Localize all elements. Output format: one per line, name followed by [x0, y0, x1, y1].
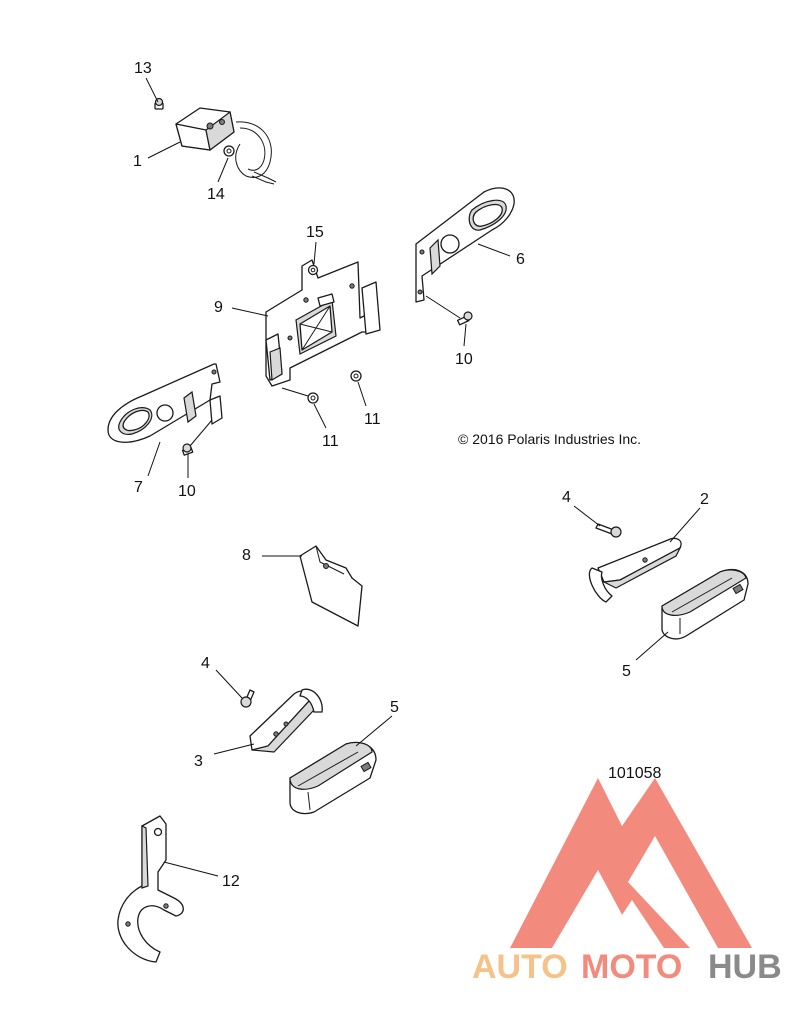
bolt-10-upper — [456, 311, 473, 326]
callout-8: 8 — [242, 547, 251, 564]
callout-4-lower: 4 — [201, 655, 210, 672]
part-8-plate — [299, 545, 363, 627]
screw-13 — [154, 97, 164, 110]
part-7-bracket — [107, 363, 223, 443]
screw-4-upper — [595, 523, 622, 538]
callout-4-upper: 4 — [562, 489, 571, 506]
callout-15: 15 — [306, 224, 324, 241]
copyright-notice: © 2016 Polaris Industries Inc. — [458, 431, 641, 447]
nut-11-left — [307, 392, 319, 404]
callout-2: 2 — [700, 491, 709, 508]
part-9-bracket — [265, 259, 381, 387]
callout-9: 9 — [214, 299, 223, 316]
callout-10-lower: 10 — [178, 483, 196, 500]
part-6-bracket — [415, 187, 515, 303]
screw-4-lower — [240, 689, 255, 708]
bolt-10-lower — [181, 443, 194, 456]
watermark-triangle-logo — [510, 778, 752, 948]
watermark-word-auto: AUTO — [472, 948, 568, 986]
callout-13: 13 — [134, 60, 152, 77]
callout-1: 1 — [133, 153, 142, 170]
diagram-id: 101058 — [608, 765, 661, 782]
callout-11-right: 11 — [364, 411, 381, 428]
callout-7: 7 — [134, 479, 143, 496]
callout-3: 3 — [194, 753, 203, 770]
callout-10-upper: 10 — [455, 351, 473, 368]
part-12-bracket — [117, 815, 184, 963]
callout-14: 14 — [207, 186, 225, 203]
callout-11-left: 11 — [322, 433, 339, 450]
watermark-word-moto: MOTO — [581, 948, 682, 986]
callout-6: 6 — [516, 251, 525, 268]
part-2-bracket — [588, 537, 682, 603]
part-1-assembly — [154, 97, 277, 185]
callout-5-lower: 5 — [390, 699, 399, 716]
nut-15 — [307, 264, 319, 276]
light-5-upper — [661, 569, 749, 640]
leader-lines — [145, 77, 701, 877]
part-3-bracket — [249, 688, 323, 753]
nut-14 — [223, 145, 235, 157]
light-5-lower — [289, 741, 377, 815]
callout-5-upper: 5 — [622, 663, 631, 680]
watermark-word-hub: HUB — [708, 948, 782, 986]
nut-11-right — [350, 370, 362, 382]
callout-labels: 13 1 14 15 9 6 10 11 11 7 10 4 2 5 8 4 3… — [133, 60, 709, 890]
callout-12: 12 — [222, 873, 240, 890]
automotohub-watermark: AUTO MOTO HUB — [472, 778, 782, 986]
